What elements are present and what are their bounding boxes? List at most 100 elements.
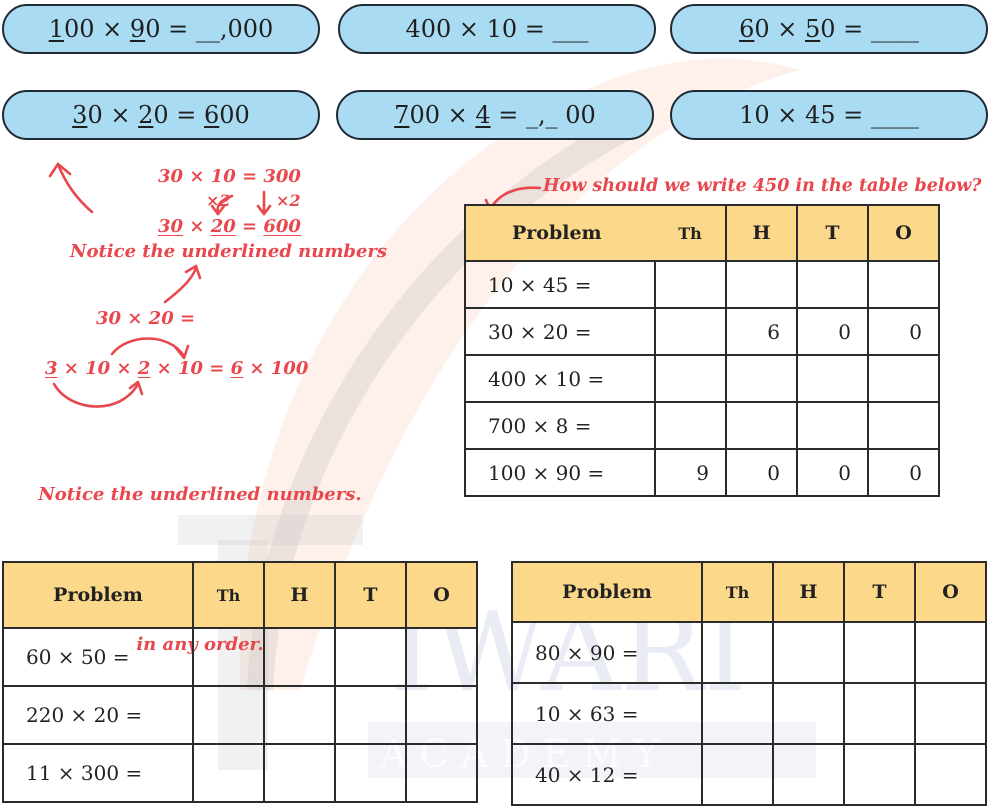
digit-cell-h[interactable] [772, 682, 845, 745]
problem-cell: 10 × 63 = [511, 682, 703, 745]
underlined-digit: 4 [475, 101, 491, 129]
digit-cell-th[interactable] [701, 682, 774, 745]
header-problem: Problem [511, 561, 703, 623]
digit-cell-t[interactable] [843, 621, 916, 684]
header-ones: O [914, 561, 987, 623]
pill-400x10: 400 × 10 = ___ [338, 4, 656, 54]
underlined-digit: 7 [394, 101, 410, 129]
problem-cell: 100 × 90 = [464, 448, 656, 497]
digit-cell-o[interactable] [867, 354, 940, 403]
underlined-digit: 9 [129, 15, 146, 43]
header-ones: O [867, 204, 940, 262]
digit-cell-o[interactable]: 0 [867, 448, 940, 497]
digit-cell-h[interactable] [725, 260, 798, 309]
table-row: 220 × 20 = [2, 685, 478, 745]
problem-cell: 40 × 12 = [511, 743, 703, 806]
digit-cell-t[interactable]: 0 [796, 307, 869, 356]
problem-cell: 30 × 20 = [464, 307, 656, 356]
underlined-digit: 600 [263, 216, 301, 237]
digit-cell-th[interactable] [654, 354, 727, 403]
note-30x10: 30 × 10 = 300 [158, 166, 301, 187]
header-tens: T [843, 561, 916, 623]
digit-cell-h[interactable] [263, 627, 336, 687]
digit-cell-h[interactable] [725, 401, 798, 450]
underlined-digit: 6 [204, 101, 220, 129]
digit-cell-th[interactable] [654, 401, 727, 450]
digit-cell-t[interactable] [796, 401, 869, 450]
digit-cell-t[interactable] [334, 685, 407, 745]
digit-cell-o[interactable] [405, 685, 478, 745]
problem-cell: 60 × 50 = [2, 627, 194, 687]
digit-cell-o[interactable] [914, 743, 987, 806]
header-hundreds: H [725, 204, 798, 262]
digit-cell-o[interactable] [867, 401, 940, 450]
header-hundreds: H [772, 561, 845, 623]
note-text: × 100 [243, 358, 309, 379]
digit-cell-th[interactable]: 9 [654, 448, 727, 497]
digit-cell-h[interactable] [772, 743, 845, 806]
note-text: × 10 × [57, 358, 138, 379]
digit-cell-th[interactable] [192, 627, 265, 687]
place-value-table-main: Problem Th H T O 10 × 45 = 30 × 20 = 6 0… [464, 204, 940, 497]
problem-cell: 700 × 8 = [464, 401, 656, 450]
pill-text: 0 = ____ [820, 15, 919, 43]
digit-cell-o[interactable] [867, 260, 940, 309]
table-row: 11 × 300 = [2, 743, 478, 803]
digit-cell-th[interactable] [701, 743, 774, 806]
digit-cell-h[interactable]: 0 [725, 448, 798, 497]
digit-cell-h[interactable] [263, 685, 336, 745]
arrow-head [48, 162, 72, 178]
underlined-digit: 30 [158, 216, 184, 237]
pill-text: = _,_ 00 [490, 101, 596, 129]
digit-cell-th[interactable] [701, 621, 774, 684]
digit-cell-th[interactable] [192, 743, 265, 803]
note-chain: 3 × 10 × 2 × 10 = 6 × 100 [45, 358, 308, 379]
note-30x20-600: 30 × 20 = 600 [158, 216, 301, 237]
note-times-2-left: ×2 [206, 191, 231, 210]
digit-cell-o[interactable] [914, 682, 987, 745]
digit-cell-o[interactable]: 0 [867, 307, 940, 356]
table-row: 60 × 50 = [2, 627, 478, 687]
digit-cell-h[interactable]: 6 [725, 307, 798, 356]
digit-cell-h[interactable] [772, 621, 845, 684]
digit-cell-o[interactable] [405, 743, 478, 803]
table-row: 10 × 63 = [511, 682, 987, 745]
digit-cell-h[interactable] [263, 743, 336, 803]
place-value-table-right: Problem Th H T O 80 × 90 = 10 × 63 = 40 … [511, 561, 987, 806]
digit-cell-o[interactable] [405, 627, 478, 687]
digit-cell-h[interactable] [725, 354, 798, 403]
table-header-row: Problem Th H T O [511, 561, 987, 623]
pill-text: 10 × 45 = ____ [739, 101, 919, 129]
table-row: 40 × 12 = [511, 743, 987, 806]
digit-cell-t[interactable] [843, 743, 916, 806]
underlined-digit: 20 [210, 216, 236, 237]
digit-cell-o[interactable] [914, 621, 987, 684]
digit-cell-th[interactable] [654, 260, 727, 309]
header-problem: Problem [2, 561, 194, 629]
digit-cell-t[interactable] [796, 354, 869, 403]
digit-cell-th[interactable] [654, 307, 727, 356]
table-row: 100 × 90 = 9 0 0 0 [464, 448, 940, 497]
note-expr-30x20: 30 × 20 = [96, 308, 196, 329]
pill-text: 00 [219, 101, 250, 129]
digit-cell-t[interactable]: 0 [796, 448, 869, 497]
problem-cell: 11 × 300 = [2, 743, 194, 803]
underlined-digit: 2 [138, 101, 154, 129]
problem-cell: 10 × 45 = [464, 260, 656, 309]
digit-cell-th[interactable] [192, 685, 265, 745]
table-row: 700 × 8 = [464, 401, 940, 450]
pill-text: 00 × [64, 15, 130, 43]
problem-cell: 400 × 10 = [464, 354, 656, 403]
digit-cell-t[interactable] [334, 743, 407, 803]
place-value-table-left: Problem Th H T O 60 × 50 = 220 × 20 = 11… [2, 561, 478, 803]
header-thousands: Th [192, 561, 265, 629]
note-text: = [235, 216, 264, 237]
underlined-digit: 6 [230, 358, 244, 379]
header-tens: T [796, 204, 869, 262]
digit-cell-t[interactable] [796, 260, 869, 309]
header-tens: T [334, 561, 407, 629]
pill-10x45: 10 × 45 = ____ [670, 90, 988, 140]
digit-cell-t[interactable] [843, 682, 916, 745]
digit-cell-t[interactable] [334, 627, 407, 687]
